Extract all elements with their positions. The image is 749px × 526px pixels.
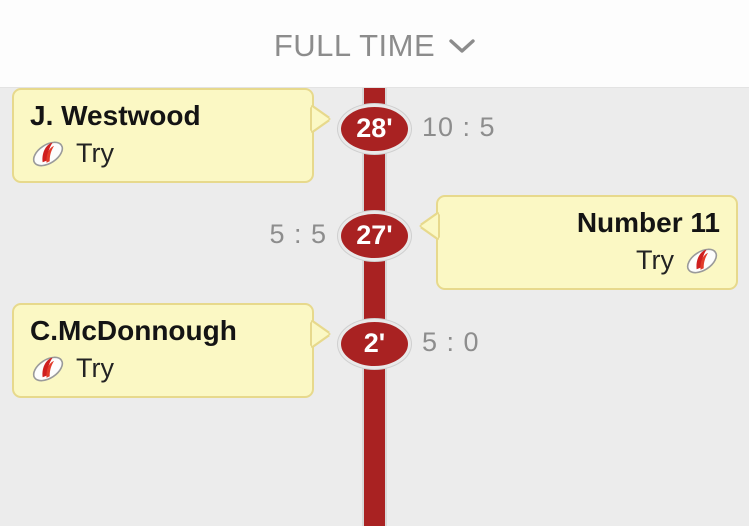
- event-minute-badge[interactable]: 2': [338, 319, 411, 369]
- page-title: FULL TIME: [273, 27, 436, 63]
- event-player-name: J. Westwood: [30, 100, 201, 131]
- event-player-name: Number 11: [576, 207, 720, 238]
- card-pointer: [312, 107, 329, 131]
- rugby-ball-icon: [30, 354, 66, 384]
- event-minute-label: 27': [356, 219, 393, 250]
- event-action-label: Try: [76, 138, 114, 169]
- card-pointer: [421, 214, 438, 238]
- event-action: Try: [30, 353, 296, 384]
- rugby-ball-icon: [684, 246, 720, 276]
- event-card[interactable]: J. Westwood Try: [12, 88, 329, 184]
- event-minute-label: 28': [356, 112, 393, 143]
- event-score: 5 : 0: [422, 327, 480, 357]
- event-minute-badge[interactable]: 28': [338, 104, 411, 154]
- event-minute-badge[interactable]: 27': [338, 211, 411, 261]
- event-score: 5 : 5: [269, 219, 327, 249]
- event-card[interactable]: C.McDonnough Try: [12, 303, 329, 399]
- chevron-down-icon[interactable]: [449, 38, 475, 54]
- card-pointer: [312, 322, 329, 346]
- event-action-label: Try: [76, 353, 114, 384]
- match-status-toggle[interactable]: FULL TIME: [274, 28, 475, 64]
- event-action-label: Try: [636, 245, 674, 276]
- event-player-name: C.McDonnough: [30, 315, 237, 346]
- event-action: Try: [30, 138, 296, 169]
- timeline-track: [362, 88, 387, 526]
- event-card[interactable]: Number 11 Try: [421, 195, 738, 291]
- match-status-header[interactable]: FULL TIME: [0, 0, 749, 88]
- event-minute-label: 2': [363, 327, 386, 358]
- rugby-ball-icon: [30, 139, 66, 169]
- event-action: Try: [454, 245, 720, 276]
- event-score: 10 : 5: [422, 112, 496, 142]
